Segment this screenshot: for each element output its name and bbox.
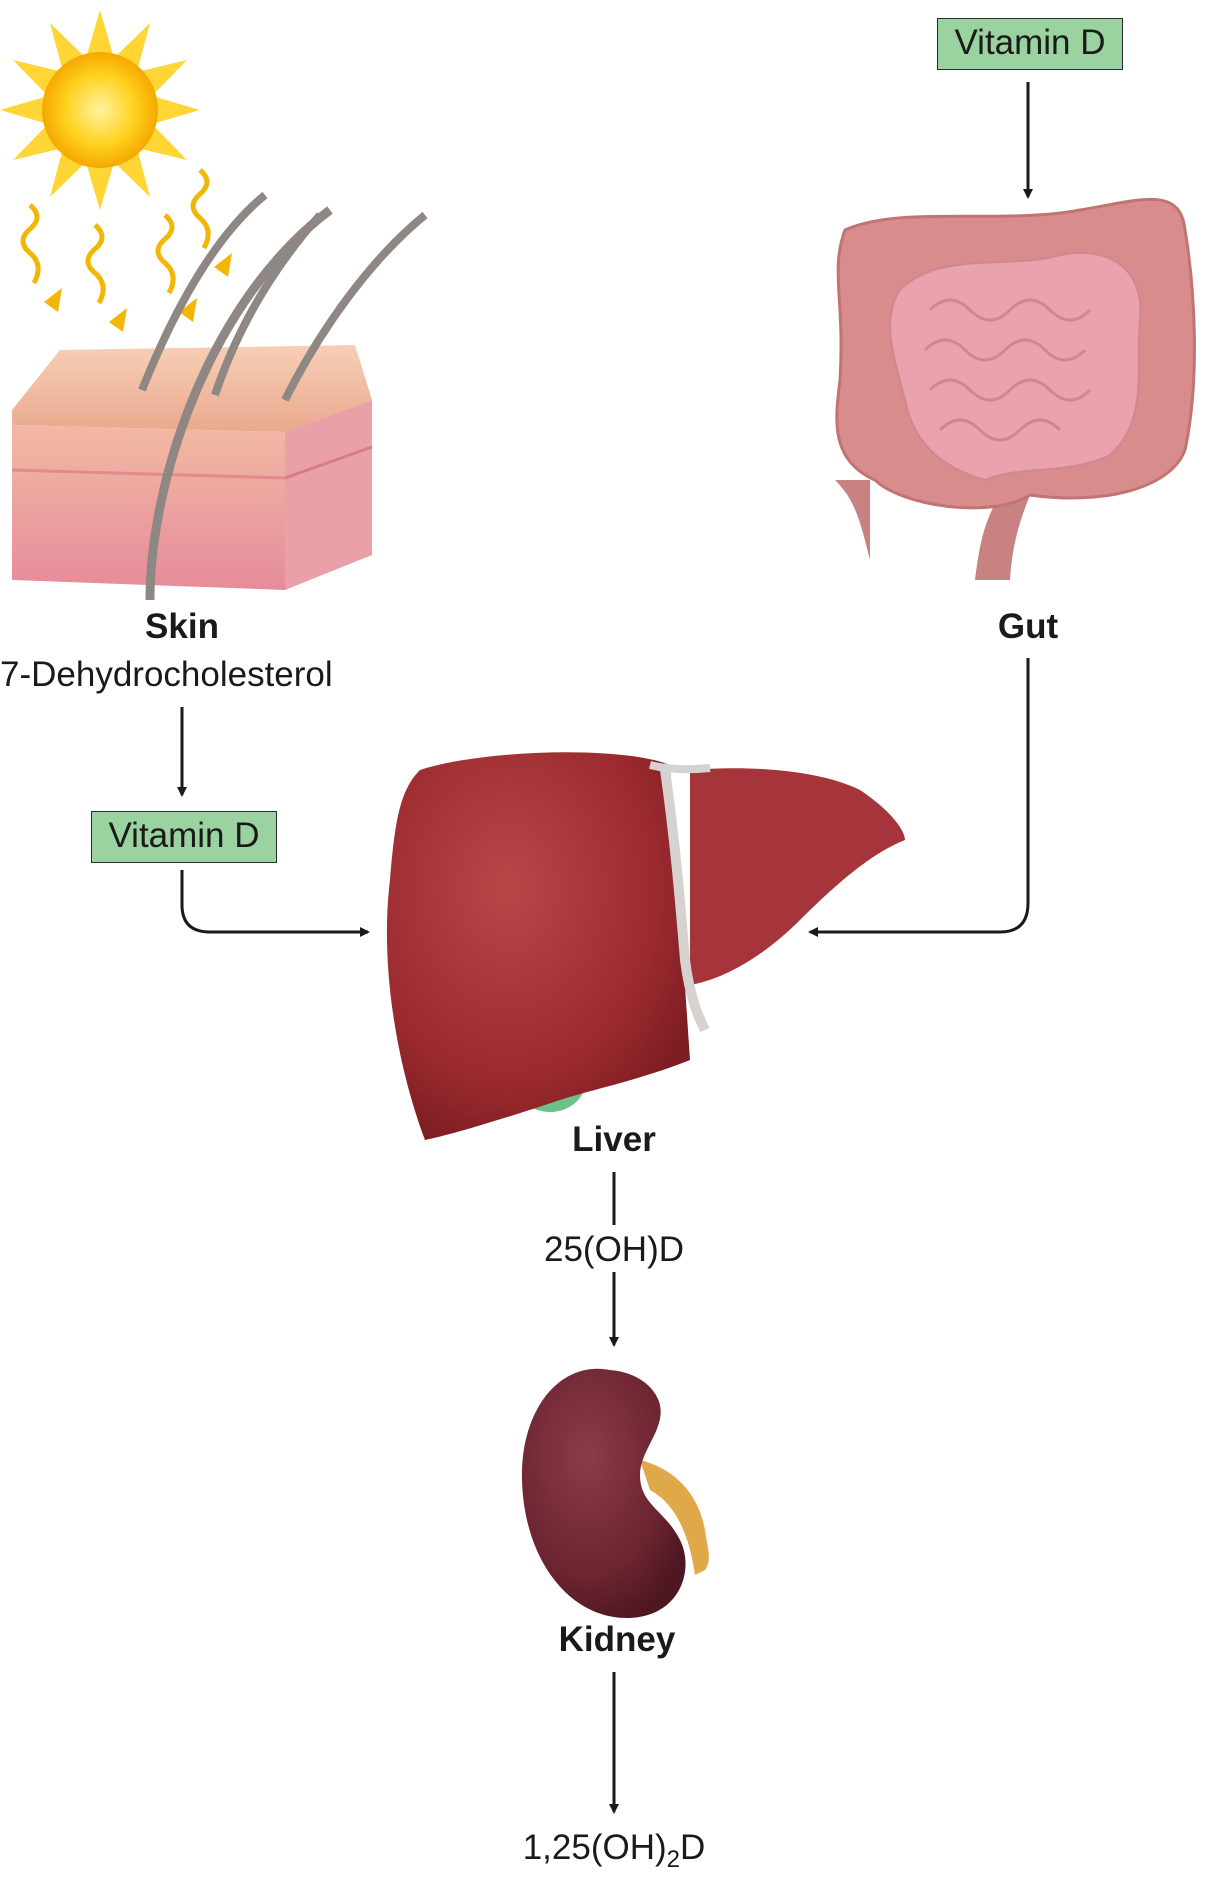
active-vitamin-d-prefix: 1,25(OH) [522, 1828, 667, 1867]
kidney-label: Kidney [558, 1620, 676, 1659]
sun-icon [0, 10, 200, 210]
arrow-gut-to-liver [808, 658, 1030, 937]
liver-label: Liver [572, 1120, 656, 1159]
skin-precursor-label: 7-Dehydrocholesterol [0, 655, 333, 694]
active-vitamin-d-subscript: 2 [666, 1846, 681, 1873]
vitamin-d-skin-box: Vitamin D [91, 811, 277, 863]
gut-illustration [835, 197, 1196, 580]
kidney-illustration [521, 1368, 709, 1619]
uv-rays-icon [20, 168, 232, 332]
active-vitamin-d-label: 1,25(OH)2D [523, 1828, 706, 1880]
skin-illustration [11, 191, 428, 601]
skin-label: Skin [145, 607, 219, 646]
active-vitamin-d-suffix: D [680, 1828, 706, 1867]
arrow-vitamin-d-to-liver [180, 870, 370, 937]
liver-product-label: 25(OH)D [543, 1230, 685, 1269]
gut-label: Gut [997, 607, 1059, 646]
vitamin-d-diet-box: Vitamin D [937, 18, 1123, 70]
liver-illustration [386, 752, 905, 1140]
